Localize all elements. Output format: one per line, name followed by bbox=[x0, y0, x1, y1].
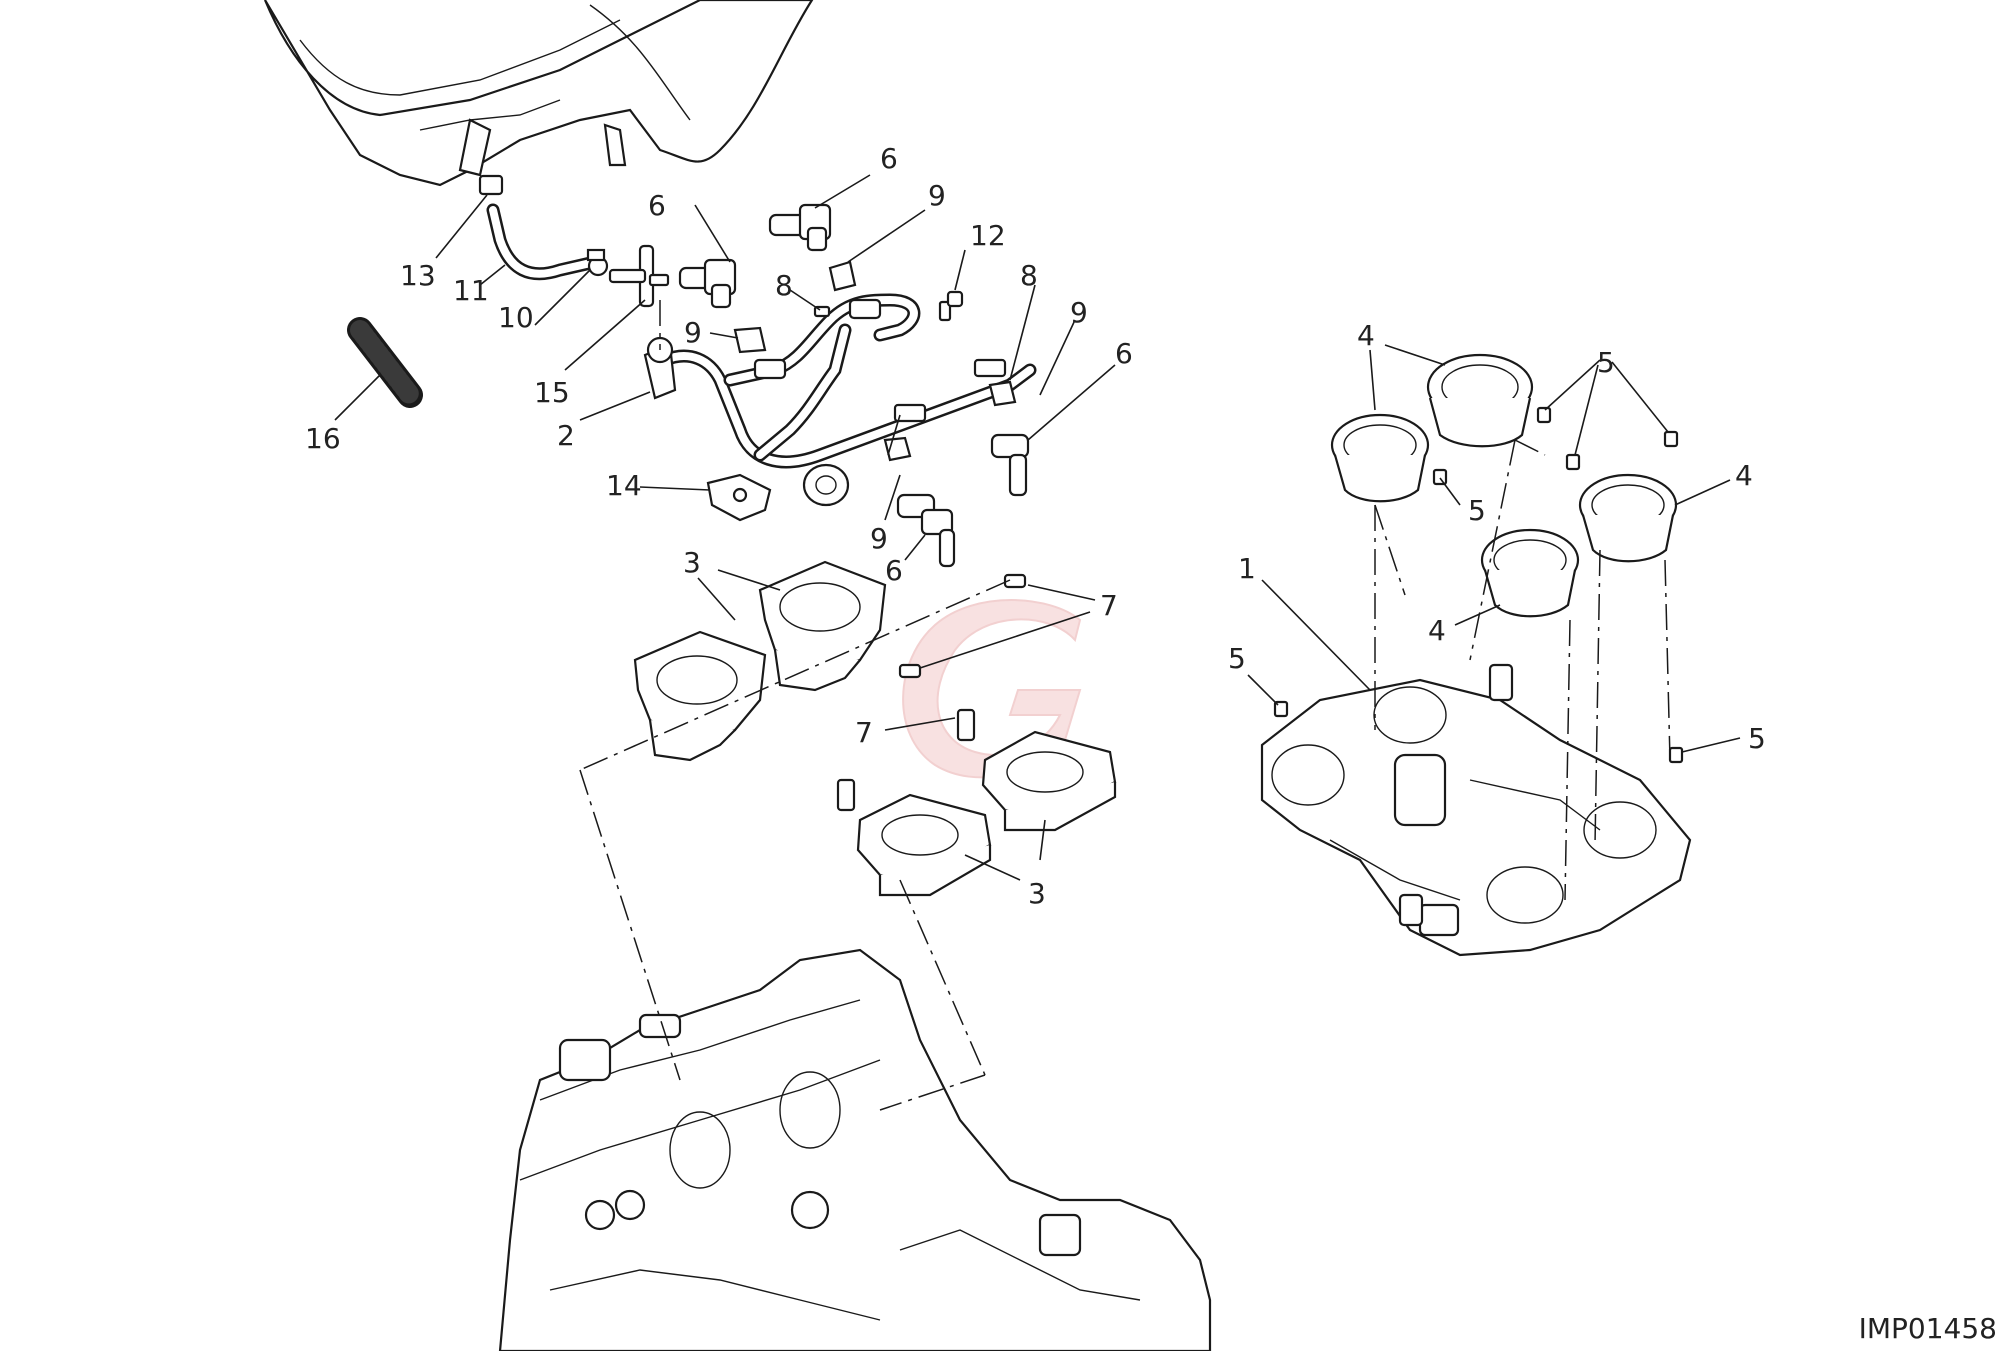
intake-flange-3-c bbox=[856, 793, 992, 897]
hose-16 bbox=[347, 317, 423, 408]
callout-5-mid: 5 bbox=[1468, 494, 1486, 527]
callout-9-bottom: 9 bbox=[870, 522, 888, 555]
injector-6-right bbox=[990, 433, 1030, 497]
callout-12: 12 bbox=[970, 219, 1006, 252]
callout-4-top-left: 4 bbox=[1357, 319, 1375, 352]
callout-10: 10 bbox=[498, 301, 534, 334]
hose-assembly-11 bbox=[478, 174, 602, 281]
callout-5-top: 5 bbox=[1597, 346, 1615, 379]
injector-6-top bbox=[768, 203, 832, 252]
callout-4-right: 4 bbox=[1735, 459, 1753, 492]
callout-14: 14 bbox=[606, 469, 642, 502]
callout-6-right: 6 bbox=[1115, 337, 1133, 370]
callout-13: 13 bbox=[400, 259, 436, 292]
callout-7-mid: 7 bbox=[855, 716, 873, 749]
injector-6-bottom bbox=[896, 493, 956, 568]
clamp-10 bbox=[586, 248, 609, 277]
intake-flange-3-d bbox=[981, 730, 1117, 832]
engine-block bbox=[498, 948, 1212, 1351]
callout-9-top: 9 bbox=[928, 179, 946, 212]
callout-16: 16 bbox=[305, 422, 341, 455]
velocity-stack-4-d bbox=[1578, 473, 1678, 563]
fuel-rail-2 bbox=[643, 293, 1037, 507]
screws-7 bbox=[836, 573, 1027, 812]
callout-9-left: 9 bbox=[684, 316, 702, 349]
callout-2: 2 bbox=[557, 419, 575, 452]
callout-5-right: 5 bbox=[1748, 722, 1766, 755]
intake-flange-3-b bbox=[758, 560, 887, 692]
callout-5-left: 5 bbox=[1228, 642, 1246, 675]
callout-3-bottom: 3 bbox=[1028, 877, 1046, 910]
callout-8-right: 8 bbox=[1020, 259, 1038, 292]
callout-8-left: 8 bbox=[775, 269, 793, 302]
callout-4-mid: 4 bbox=[1428, 614, 1446, 647]
callout-6-top: 6 bbox=[880, 142, 898, 175]
injector-6-left bbox=[678, 258, 737, 309]
screws-5 bbox=[1273, 406, 1684, 764]
callout-9-right: 9 bbox=[1070, 296, 1088, 329]
callout-6-bottom: 6 bbox=[885, 554, 903, 587]
intake-flange-3-a bbox=[633, 630, 767, 762]
callout-11: 11 bbox=[453, 274, 489, 307]
velocity-stack-4-a bbox=[1330, 413, 1430, 503]
callout-3-top-left: 3 bbox=[683, 546, 701, 579]
callout-1: 1 bbox=[1238, 552, 1256, 585]
velocity-stack-4-c bbox=[1480, 528, 1580, 618]
alignment-lines bbox=[579, 300, 1671, 1111]
callout-15: 15 bbox=[534, 376, 570, 409]
velocity-stack-4-b bbox=[1426, 353, 1534, 448]
drawing-code: IMP01458 bbox=[1858, 1312, 1997, 1345]
callout-7-top: 7 bbox=[1100, 589, 1118, 622]
callout-6-left: 6 bbox=[648, 189, 666, 222]
bracket-14 bbox=[706, 473, 772, 522]
callouts: 13 11 10 15 2 16 14 6 6 9 9 8 12 8 9 6 9… bbox=[305, 142, 1766, 910]
tee-connector-15 bbox=[608, 244, 670, 308]
frame-section bbox=[263, 0, 814, 187]
leader-lines bbox=[334, 174, 1741, 881]
throttle-body-1 bbox=[1260, 663, 1692, 957]
